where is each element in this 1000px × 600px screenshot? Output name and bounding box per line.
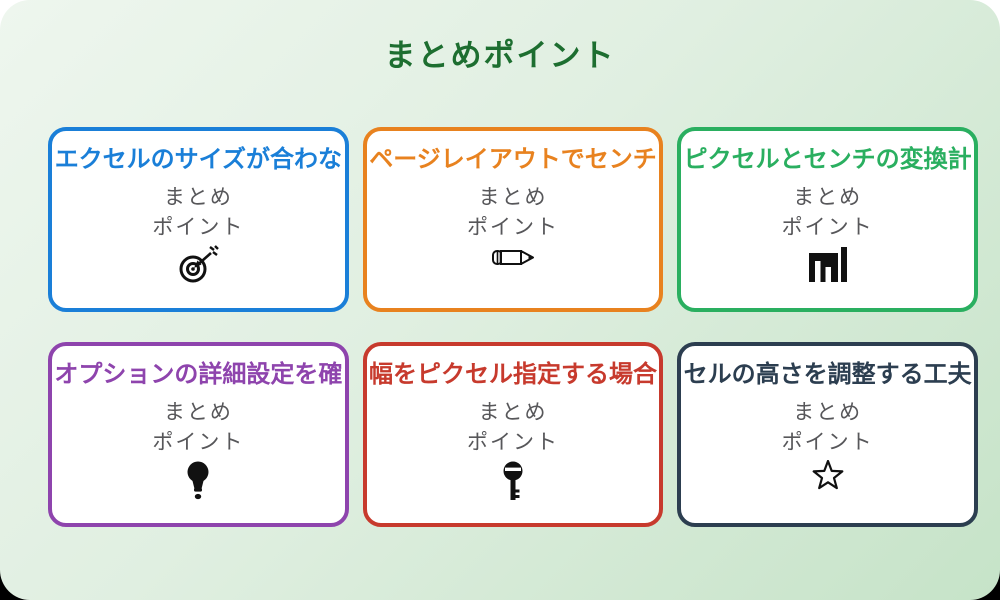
card-cell-height: セルの高さを調整する工夫 まとめ ポイント: [677, 342, 978, 527]
card-title: ピクセルとセンチの変換計: [683, 145, 972, 173]
dart-target-icon: [52, 245, 345, 289]
key-icon: [367, 460, 660, 504]
card-line-2: ポイント: [466, 430, 559, 454]
pencil-icon: [367, 245, 660, 289]
bar-chart-icon: [681, 245, 974, 289]
card-line-1: まとめ: [163, 400, 233, 424]
card-page-layout: ページレイアウトでセンチ まとめ ポイント: [362, 127, 664, 312]
star-icon: [681, 459, 974, 504]
card-line-2: ポイント: [466, 215, 559, 239]
card-line-1: まとめ: [478, 400, 548, 424]
card-pixel-cm-conversion: ピクセルとセンチの変換計 まとめ ポイント: [677, 127, 978, 312]
card-line-1: まとめ: [793, 400, 863, 424]
card-option-settings: オプションの詳細設定を確 まとめ ポイント: [48, 342, 349, 527]
page-title: まとめポイント: [384, 38, 616, 74]
card-title: セルの高さを調整する工夫: [683, 360, 972, 388]
card-title: オプションの詳細設定を確: [54, 360, 343, 388]
card-title: ページレイアウトでセンチ: [369, 145, 657, 173]
card-line-2: ポイント: [781, 430, 874, 454]
card-pixel-width: 幅をピクセル指定する場合 まとめ ポイント: [362, 342, 664, 527]
card-excel-size: エクセルのサイズが合わな まとめ ポイント: [48, 127, 349, 312]
card-line-2: ポイント: [152, 215, 245, 239]
card-title: エクセルのサイズが合わな: [54, 145, 342, 173]
card-line-1: まとめ: [163, 185, 233, 209]
card-grid: エクセルのサイズが合わな まとめ ポイント ページレイアウトでセンチ まとめ: [48, 127, 978, 527]
lightbulb-icon: [52, 460, 345, 504]
card-title: 幅をピクセル指定する場合: [368, 360, 657, 388]
card-line-1: まとめ: [478, 185, 548, 209]
card-line-2: ポイント: [152, 430, 245, 454]
card-line-2: ポイント: [781, 215, 874, 239]
card-line-1: まとめ: [793, 185, 863, 209]
